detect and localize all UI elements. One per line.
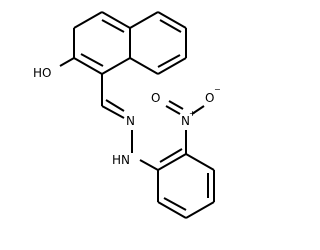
amine-nitrogen-label: HN	[112, 153, 130, 167]
nitro-oxygen-charge: −	[214, 85, 221, 94]
nitro-group: N + O O −	[151, 85, 221, 154]
nitro-nitrogen-label: N	[181, 114, 190, 128]
nitro-oxygen-2-label: O	[205, 91, 214, 105]
imine-nitrogen-label: N	[126, 114, 135, 128]
hydrazone-linker: N HN	[101, 74, 159, 171]
nitro-oxygen-1-label: O	[151, 91, 160, 105]
chemical-structure: HO N HN N + O O −	[33, 11, 221, 219]
hydroxyl-group: HO	[33, 57, 75, 80]
nitrophenyl-ring	[157, 148, 215, 219]
hydroxyl-label: HO	[33, 66, 51, 80]
naphthalene-ring	[73, 11, 187, 75]
